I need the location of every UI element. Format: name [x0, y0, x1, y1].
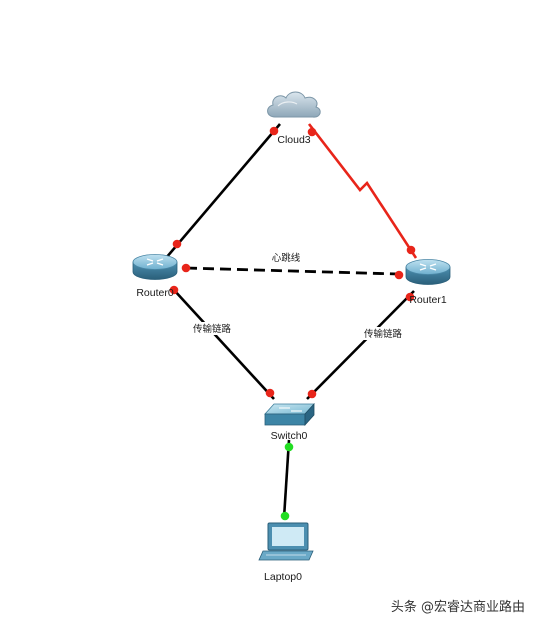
- transfer-left-label: 传输链路: [193, 323, 232, 335]
- port-dot-laptop0-top: [280, 511, 290, 521]
- port-dot-router0-bottom: [169, 285, 179, 295]
- device-switch0[interactable]: Switch0: [264, 402, 315, 442]
- heartbeat-label: 心跳线: [272, 252, 301, 264]
- port-dot-router0-top: [172, 239, 182, 249]
- router0-label: Router0: [136, 287, 174, 299]
- port-dot-router1-bottom: [405, 292, 415, 302]
- port-dot-cloud-right: [307, 127, 317, 137]
- link-cloud-router1-serial[interactable]: [307, 123, 418, 259]
- device-laptop0[interactable]: Laptop0: [258, 522, 314, 583]
- router-icon: [405, 259, 451, 285]
- laptop0-label: Laptop0: [264, 571, 302, 583]
- port-dot-router1-top: [406, 245, 416, 255]
- cloud-icon: [267, 91, 321, 118]
- link-router0-switch0[interactable]: [173, 289, 275, 400]
- port-dot-router1-left: [394, 270, 404, 280]
- device-router0[interactable]: Router0: [132, 254, 178, 300]
- laptop-icon: [258, 522, 314, 561]
- watermark-text: 头条 @宏睿达商业路由: [390, 600, 525, 615]
- port-dot-router0-right: [181, 263, 191, 273]
- link-heartbeat[interactable]: [185, 266, 399, 276]
- link-cloud-router0[interactable]: [165, 123, 281, 259]
- port-dot-cloud-left: [269, 126, 279, 136]
- port-dot-switch0-left: [265, 388, 275, 398]
- link-label-transfer-right: 传输链路: [359, 327, 407, 340]
- link-switch0-laptop0[interactable]: [282, 439, 291, 519]
- link-label-transfer-left: 传输链路: [188, 322, 236, 335]
- router-icon: [132, 254, 178, 280]
- switch-icon: [264, 402, 315, 427]
- transfer-right-label: 传输链路: [364, 328, 403, 340]
- router1-label: Router1: [409, 294, 447, 306]
- device-cloud3[interactable]: Cloud3: [267, 91, 321, 146]
- device-router1[interactable]: Router1: [405, 259, 451, 307]
- cloud3-label: Cloud3: [277, 134, 310, 146]
- link-router1-switch0[interactable]: [306, 290, 415, 400]
- switch0-label: Switch0: [271, 430, 308, 442]
- port-indicators: [169, 126, 416, 521]
- link-label-heartbeat: 心跳线: [268, 251, 304, 264]
- port-dot-switch0-right: [307, 389, 317, 399]
- port-dot-switch0-bottom: [284, 442, 294, 452]
